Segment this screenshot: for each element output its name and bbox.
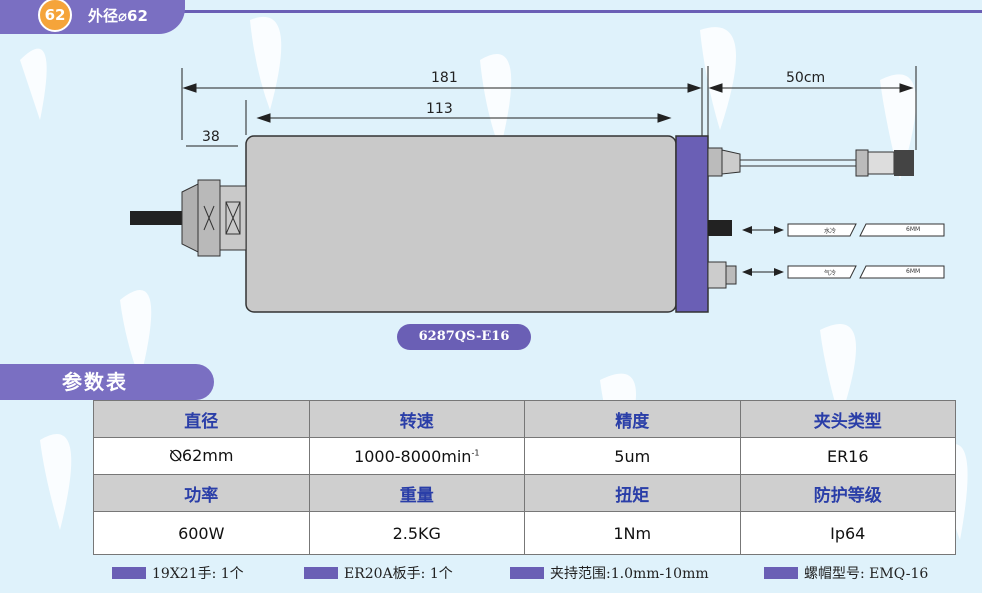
dim-nose-length: 38 xyxy=(202,129,220,145)
swatch xyxy=(510,567,544,579)
accessory-label: 夹持范围:1.0mm-10mm xyxy=(550,566,709,582)
value-weight: 2.5KG xyxy=(308,511,525,555)
swatch xyxy=(304,567,338,579)
table-row: 功率 重量 扭矩 防护等级 xyxy=(93,474,956,512)
value-precision: 5um xyxy=(524,437,741,475)
value-torque: 1Nm xyxy=(524,511,741,555)
water-cooling-label: 水冷 xyxy=(824,228,837,235)
water-tube-size: 6MM xyxy=(906,226,921,233)
accessory-label: 19X21手: 1个 xyxy=(152,566,244,582)
speed-unit-exponent: -1 xyxy=(471,448,480,458)
accessory-wrench: 19X21手: 1个 xyxy=(112,563,244,583)
accessory-clamp-range: 夹持范围:1.0mm-10mm xyxy=(510,563,709,583)
header-protection: 防护等级 xyxy=(739,474,956,512)
header-torque: 扭矩 xyxy=(524,474,741,512)
speed-value: 1000-8000min xyxy=(354,446,472,466)
header-precision: 精度 xyxy=(524,400,741,438)
value-diameter: ⦰62mm xyxy=(93,437,310,475)
swatch xyxy=(112,567,146,579)
table-row: 600W 2.5KG 1Nm Ip64 xyxy=(93,511,956,555)
accessory-label: ER20A板手: 1个 xyxy=(344,566,453,582)
value-protection: Ip64 xyxy=(739,511,956,555)
swatch xyxy=(764,567,798,579)
spindle-drawing xyxy=(130,66,945,313)
model-number: 6287QS-E16 xyxy=(397,324,531,350)
accessory-label: 螺帽型号: EMQ-16 xyxy=(804,566,929,582)
header-rule xyxy=(180,10,982,13)
header-power: 功率 xyxy=(93,474,310,512)
header-title: 外径⌀62 xyxy=(88,7,148,25)
value-speed: 1000-8000min-1 xyxy=(308,437,525,475)
header-diameter: 直径 xyxy=(93,400,310,438)
header-weight: 重量 xyxy=(308,474,525,512)
table-row: 直径 转速 精度 夹头类型 xyxy=(93,400,956,438)
air-cooling-label: 气冷 xyxy=(824,270,837,277)
header-tab xyxy=(0,0,185,34)
air-tube-size: 6MM xyxy=(906,268,921,275)
dim-body-length: 113 xyxy=(426,101,453,117)
value-collet-type: ER16 xyxy=(739,437,956,475)
accessory-nut-model: 螺帽型号: EMQ-16 xyxy=(764,563,928,583)
spec-table: 直径 转速 精度 夹头类型 ⦰62mm 1000-8000min-1 5um E… xyxy=(93,400,956,555)
accessory-er20a-wrench: ER20A板手: 1个 xyxy=(304,563,453,583)
value-power: 600W xyxy=(93,511,310,555)
table-row: ⦰62mm 1000-8000min-1 5um ER16 xyxy=(93,437,956,475)
header-speed: 转速 xyxy=(308,400,525,438)
dim-total-length: 181 xyxy=(431,70,458,86)
diameter-badge: 62 xyxy=(38,0,72,32)
dim-cable-length: 50cm xyxy=(786,70,826,86)
params-title: 参数表 xyxy=(0,364,214,400)
header-collet-type: 夹头类型 xyxy=(739,400,956,438)
